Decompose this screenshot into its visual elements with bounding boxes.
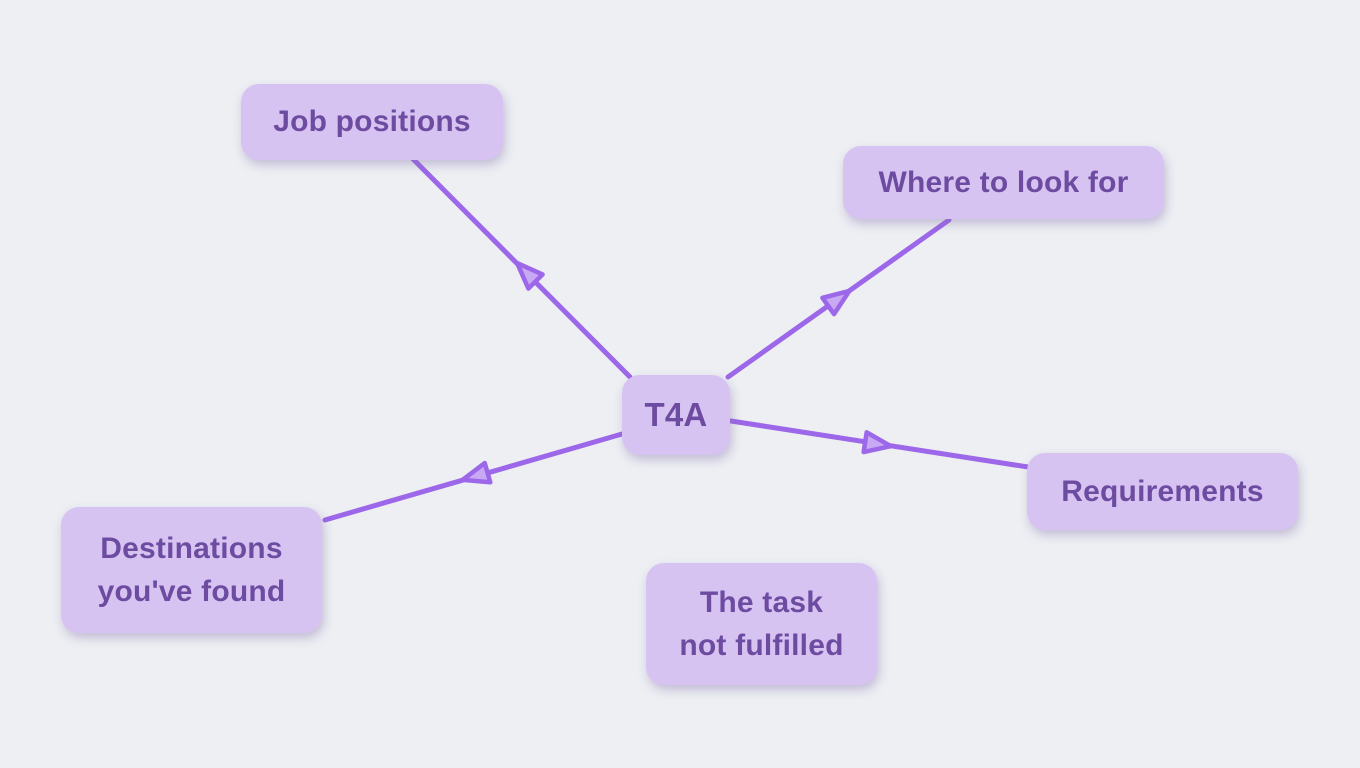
node-destinations-youve-found[interactable]: Destinations you've found [61,507,322,633]
edge-t4a-where-to-look-for [725,217,952,380]
arrowhead-icon [820,288,852,317]
node-task-not-fulfilled[interactable]: The task not fulfilled [646,563,877,685]
node-label: T4A [644,396,708,434]
arrowhead-icon [861,430,894,455]
node-label: Requirements [1061,474,1264,508]
node-label: Where to look for [878,165,1129,199]
edge-t4a-requirements [728,418,1031,470]
node-root-t4a[interactable]: T4A [622,375,730,455]
arrowhead-icon [514,260,545,291]
node-label: Destinations you've found [97,531,286,609]
arrowhead-icon [460,460,493,485]
node-label: Job positions [273,105,471,139]
edge-t4a-job-positions [410,156,633,380]
edge-t4a-destinations [322,431,625,523]
node-where-to-look-for[interactable]: Where to look for [843,146,1164,219]
node-job-positions[interactable]: Job positions [241,84,503,160]
node-label: The task not fulfilled [679,585,844,663]
node-requirements[interactable]: Requirements [1027,453,1298,530]
